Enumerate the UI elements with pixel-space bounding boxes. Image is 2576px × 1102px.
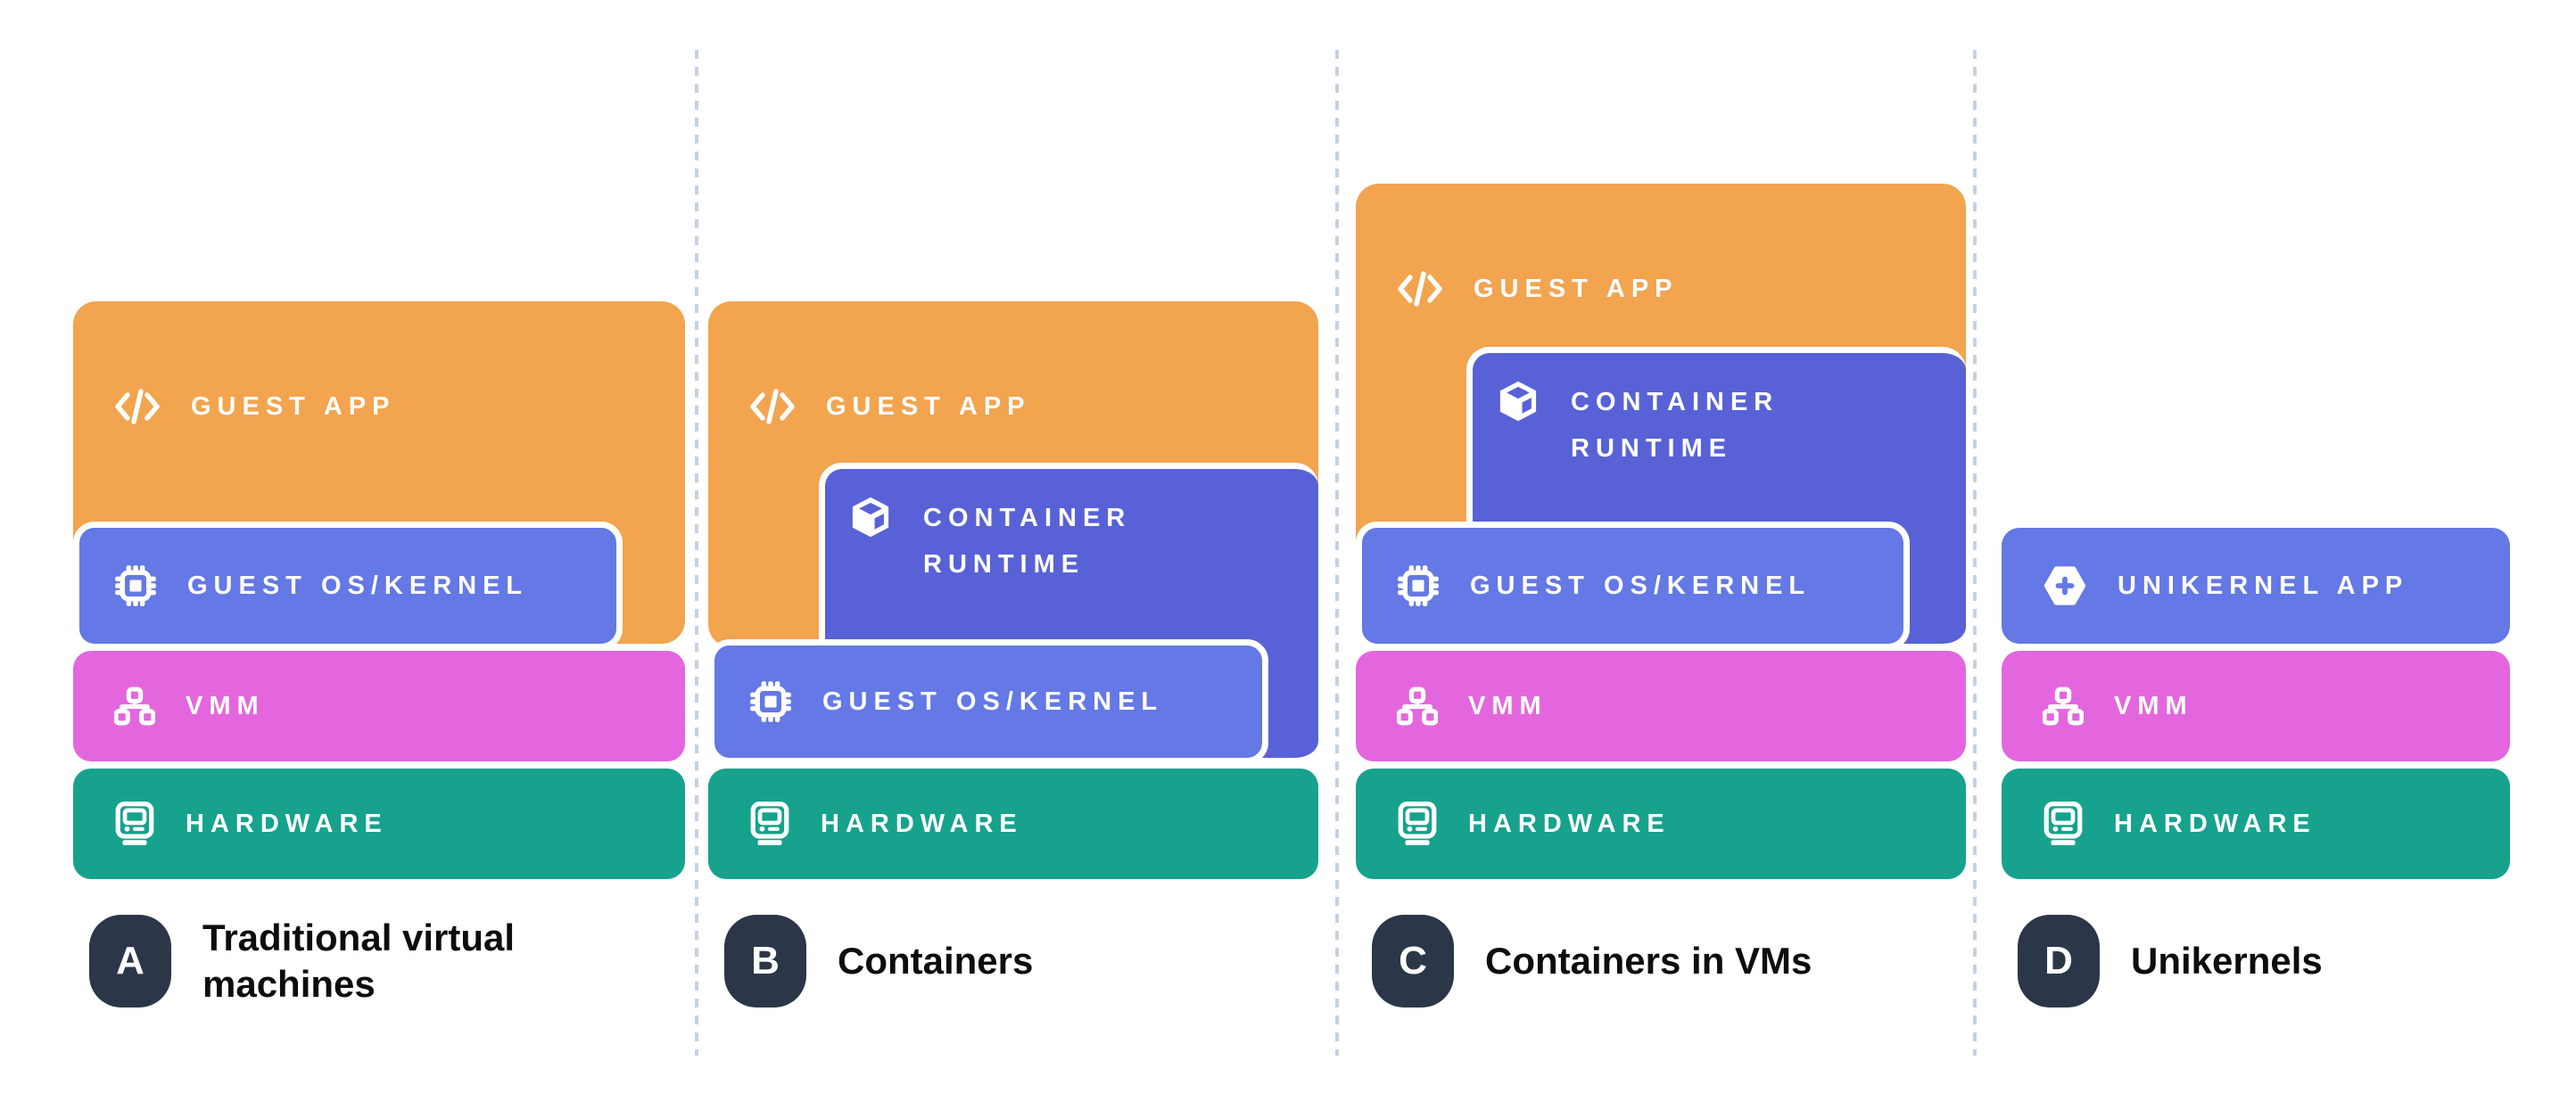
cube-icon [1499, 381, 1537, 422]
hardware-block: HARDWARE [708, 769, 1318, 879]
chip-icon [749, 680, 792, 723]
computer-icon [749, 802, 790, 846]
column-separator [695, 50, 698, 1056]
caption-a: Traditional virtual machines [202, 917, 516, 1005]
chip-icon [1397, 564, 1440, 607]
code-icon [1397, 271, 1443, 307]
sitemap-icon [114, 687, 155, 726]
caption-b: Containers [838, 940, 1034, 982]
guest-app-label: GUEST APP [191, 391, 396, 421]
hardware-block: HARDWARE [73, 769, 685, 879]
container-runtime-label-line1: CONTAINER [1571, 388, 1779, 416]
hardware-label: HARDWARE [186, 809, 388, 838]
hardware-block: HARDWARE [2002, 769, 2510, 879]
guest-os-kernel-label: GUEST OS/KERNEL [822, 687, 1164, 716]
container-runtime-label-line2: RUNTIME [1571, 434, 1733, 463]
computer-icon [1397, 802, 1438, 846]
guest-os-kernel-label: GUEST OS/KERNEL [1470, 571, 1812, 600]
column-separator [1973, 50, 1977, 1056]
computer-icon [114, 802, 155, 846]
computer-icon [2043, 802, 2084, 846]
unikernel-app-label: UNIKERNEL APP [2118, 571, 2409, 600]
cube-icon [852, 497, 889, 538]
badge-a: A [89, 915, 171, 1007]
vmm-block: VMM [1356, 651, 1966, 761]
guest-os-kernel-block: GUEST OS/KERNEL [1356, 522, 1910, 650]
vmm-label: VMM [2114, 691, 2193, 720]
guest-os-kernel-block: GUEST OS/KERNEL [708, 639, 1268, 764]
badge-c: C [1372, 915, 1454, 1007]
column-separator [1335, 50, 1339, 1056]
guest-os-kernel-label: GUEST OS/KERNEL [187, 571, 529, 600]
vmm-block: VMM [73, 651, 685, 761]
guest-app-label: GUEST APP [1474, 274, 1679, 303]
hardware-label: HARDWARE [2114, 809, 2316, 838]
badge-b: B [724, 915, 806, 1007]
guest-app-label: GUEST APP [826, 391, 1031, 421]
caption-d: Unikernels [2131, 940, 2323, 982]
vmm-block: VMM [2002, 651, 2510, 761]
vmm-label: VMM [1468, 691, 1548, 720]
hexagon-plus-icon [2043, 566, 2087, 605]
code-icon [749, 389, 796, 424]
sitemap-icon [2043, 687, 2084, 726]
badge-d: D [2018, 915, 2100, 1007]
sitemap-icon [1397, 687, 1438, 726]
hardware-label: HARDWARE [1468, 809, 1671, 838]
code-icon [114, 389, 161, 424]
container-runtime-label-line2: RUNTIME [923, 550, 1086, 579]
hardware-label: HARDWARE [821, 809, 1023, 838]
guest-os-kernel-block: GUEST OS/KERNEL [73, 522, 623, 650]
container-runtime-label-line1: CONTAINER [923, 504, 1132, 532]
unikernel-app-block: UNIKERNEL APP [2002, 528, 2510, 644]
vmm-label: VMM [186, 691, 265, 720]
chip-icon [114, 564, 157, 607]
caption-c: Containers in VMs [1485, 940, 1812, 982]
hardware-block: HARDWARE [1356, 769, 1966, 879]
